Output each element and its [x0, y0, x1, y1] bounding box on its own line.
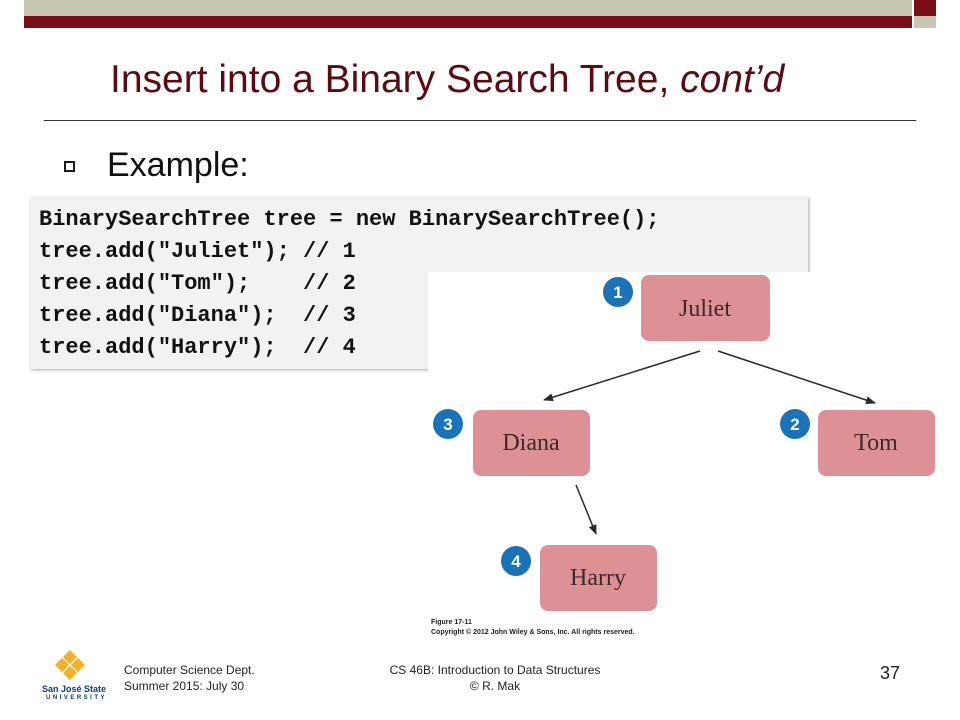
- logo-line-2: UNIVERSITY: [46, 695, 108, 701]
- bst-figure: Juliet 1 Diana 3 Tom 2 Harry 4: [428, 272, 948, 647]
- node-diana: Diana: [473, 410, 590, 476]
- code-line: BinarySearchTree tree = new BinarySearch…: [39, 207, 660, 232]
- node-label: Harry: [570, 565, 626, 591]
- bullet-square-icon: [64, 161, 75, 172]
- slide-title-main: Insert into a Binary Search Tree,: [110, 58, 681, 101]
- footer-date: Summer 2015: July 30: [124, 679, 245, 693]
- badge-2: 2: [780, 409, 810, 439]
- title-divider: [44, 120, 916, 121]
- badge-number: 1: [613, 283, 622, 302]
- sjsu-seal-icon: [54, 649, 86, 681]
- corner-decor-dark: [914, 0, 936, 16]
- node-harry: Harry: [540, 545, 657, 611]
- top-decor-bar: [24, 0, 912, 16]
- footer-left: Computer Science Dept. Summer 2015: July…: [124, 662, 255, 694]
- edge-juliet-tom: [717, 350, 876, 404]
- badge-4: 4: [501, 546, 531, 576]
- figure-caption: Figure 17-11: [431, 619, 472, 626]
- node-label: Diana: [502, 430, 560, 456]
- badge-1: 1: [603, 277, 633, 307]
- code-text: BinarySearchTree tree = new BinarySearch…: [39, 204, 660, 364]
- footer-course: CS 46B: Introduction to Data Structures: [389, 663, 601, 677]
- code-line: tree.add("Tom"); // 2: [39, 271, 356, 296]
- code-line: tree.add("Diana"); // 3: [39, 303, 356, 328]
- bullet-text: Example:: [107, 146, 249, 184]
- badge-number: 4: [511, 552, 521, 571]
- sjsu-logo: [42, 649, 106, 710]
- badge-3: 3: [433, 409, 463, 439]
- badge-number: 3: [443, 415, 452, 434]
- code-line: tree.add("Juliet"); // 1: [39, 239, 356, 264]
- logo-line-1: San José State: [42, 684, 107, 694]
- footer-center: CS 46B: Introduction to Data Structures …: [380, 662, 610, 694]
- figure-copyright: Copyright © 2012 John Wiley & Sons, Inc.…: [431, 628, 635, 636]
- code-line: tree.add("Harry"); // 4: [39, 335, 356, 360]
- node-label: Tom: [854, 430, 898, 456]
- bst-diagram: Juliet 1 Diana 3 Tom 2 Harry 4: [431, 275, 935, 636]
- node-label: Juliet: [679, 296, 731, 322]
- node-juliet: Juliet: [641, 275, 770, 341]
- slide-title: Insert into a Binary Search Tree, cont’d: [110, 58, 910, 102]
- footer-dept: Computer Science Dept.: [124, 663, 255, 677]
- top-decor-bar-dark: [24, 16, 912, 28]
- corner-decor-light: [914, 16, 936, 28]
- footer-author: © R. Mak: [469, 679, 521, 693]
- edge-juliet-diana: [543, 350, 701, 402]
- slide-title-italic: cont’d: [680, 58, 785, 101]
- node-tom: Tom: [818, 410, 935, 476]
- edge-diana-harry: [575, 484, 597, 535]
- badge-number: 2: [790, 415, 799, 434]
- slide-number: 37: [880, 663, 901, 683]
